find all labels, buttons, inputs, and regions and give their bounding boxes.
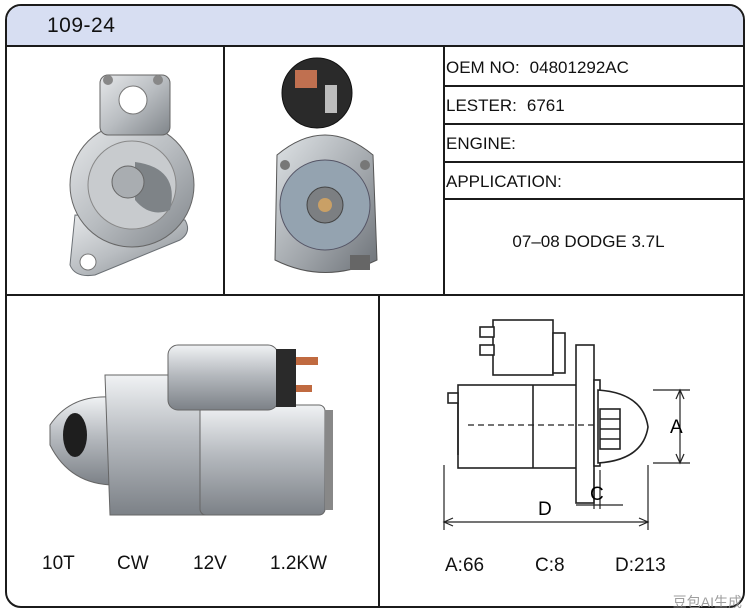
oem-label: OEM NO: [446,58,520,77]
starter-rear-photo [274,57,378,273]
spec-power: 1.2KW [270,553,328,574]
starter-side-photo [49,344,333,516]
watermark: 豆包AI生成 [672,594,742,610]
application-label: APPLICATION: [446,172,562,191]
dim-a-value: A:66 [445,555,485,576]
application-row: APPLICATION: [446,172,572,192]
dimension-drawing: A C D [442,319,690,530]
engine-label: ENGINE: [446,134,516,153]
divider [378,294,380,606]
application-value: 07–08 DODGE 3.7L [512,232,665,251]
dim-label-c: C [590,484,604,505]
divider [443,198,743,200]
part-code: 109-24 [47,14,116,37]
divider [443,123,743,125]
oem-row: OEM NO: 04801292AC [446,58,629,78]
divider [443,85,743,87]
dim-d-value: D:213 [615,555,666,576]
divider [443,161,743,163]
lester-row: LESTER: 6761 [446,96,565,116]
dim-label-a: A [670,417,683,438]
lester-label: LESTER: [446,96,517,115]
divider [7,294,743,296]
engine-row: ENGINE: [446,134,526,154]
divider [443,47,445,296]
lester-value: 6761 [526,96,565,115]
divider [223,47,225,296]
spec-voltage: 12V [193,553,227,574]
card-header: 109-24 [7,6,743,47]
starter-front-photo [69,74,195,276]
oem-value: 04801292AC [529,58,629,77]
dim-c-value: C:8 [535,555,565,576]
spec-rotation: CW [117,553,149,574]
dim-label-d: D [538,499,552,520]
spec-teeth: 10T [42,553,75,574]
